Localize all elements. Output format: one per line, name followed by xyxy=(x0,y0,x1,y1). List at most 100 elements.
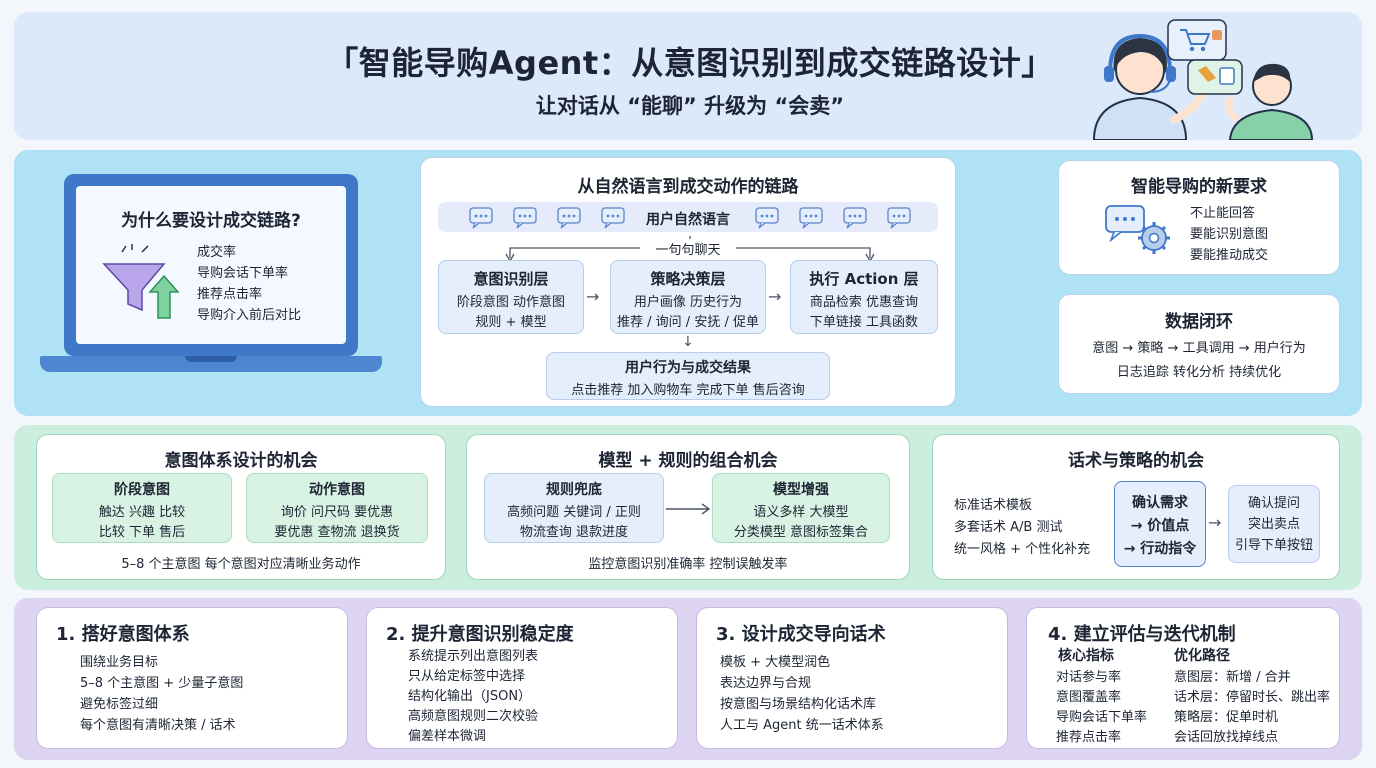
script-result-item: 确认提问 xyxy=(1247,496,1300,511)
model-row: 分类模型 意图标签集合 xyxy=(733,525,869,540)
step-title: 3. 设计成交导向话术 xyxy=(716,624,886,645)
layer-title: 执行 Action 层 xyxy=(809,270,919,288)
script-result-item: 突出卖点 xyxy=(1247,517,1300,532)
step-item: 5–8 个主意图 + 少量子意图 xyxy=(80,676,244,691)
script-result-item: 引导下单按钮 xyxy=(1234,538,1313,553)
arrow-right-icon xyxy=(666,503,711,515)
script-flow-item: 确认需求 xyxy=(1132,495,1188,511)
stage-intent-row: 触达 兴趣 比较 xyxy=(98,505,186,520)
layer-line: 下单链接 工具函数 xyxy=(809,315,919,330)
step-item: 表达边界与合规 xyxy=(720,676,812,691)
laptop-notch xyxy=(185,356,237,362)
page-subtitle: 让对话从 “能聊” 升级为 “会卖” xyxy=(535,94,845,118)
model-row: 语义多样 大模型 xyxy=(753,505,849,520)
why-title: 为什么要设计成交链路? xyxy=(121,211,301,231)
requirement-item: 不止能回答 xyxy=(1190,206,1256,221)
metric-item: 导购会话下单率 xyxy=(1056,710,1148,725)
script-opportunity-title: 话术与策略的机会 xyxy=(1068,451,1204,471)
script-left-item: 统一风格 + 个性化补充 xyxy=(954,542,1091,557)
script-result-box xyxy=(1228,485,1320,563)
split-label: 一句句聊天 xyxy=(640,239,736,258)
arrow-right-icon: → xyxy=(768,287,782,306)
layer-title: 策略决策层 xyxy=(650,270,726,288)
step-card-2 xyxy=(366,607,678,749)
stage-intent-row: 比较 下单 售后 xyxy=(98,525,186,540)
paths-title: 优化路径 xyxy=(1174,648,1230,664)
step-item: 模板 + 大模型润色 xyxy=(720,655,831,670)
script-flow-item: → 价值点 xyxy=(1130,518,1190,534)
layer-action xyxy=(790,260,938,334)
step-item: 每个意图有清晰决策 / 话术 xyxy=(80,718,236,733)
page-title: 「智能导购Agent：从意图识别到成交链路设计」 xyxy=(326,44,1054,82)
script-left-item: 标准话术模板 xyxy=(954,498,1033,513)
requirements-card xyxy=(1058,160,1340,275)
stage-intent-box xyxy=(52,473,232,543)
result-title: 用户行为与成交结果 xyxy=(625,360,751,376)
rules-row: 高频问题 关键词 / 正则 xyxy=(507,505,641,520)
rules-box xyxy=(484,473,664,543)
result-line: 点击推荐 加入购物车 完成下单 售后咨询 xyxy=(571,383,805,398)
model-box xyxy=(712,473,890,543)
layer-intent xyxy=(438,260,584,334)
step-title: 4. 建立评估与迭代机制 xyxy=(1048,624,1236,645)
step-item: 偏差样本微调 xyxy=(408,729,487,744)
requirements-title: 智能导购的新要求 xyxy=(1131,177,1267,197)
arrow-right-icon: → xyxy=(1208,513,1222,532)
step-item: 结构化输出（JSON） xyxy=(408,689,532,704)
metric-item: 对话参与率 xyxy=(1056,670,1122,685)
path-item: 话术层：停留时长、跳出率 xyxy=(1174,690,1331,705)
model-opportunity-title: 模型 + 规则的组合机会 xyxy=(598,451,778,471)
chat-bubbles-icon xyxy=(469,207,911,229)
layer-line: 用户画像 历史行为 xyxy=(633,295,743,310)
data-loop-card xyxy=(1058,294,1340,394)
chat-gear-icon xyxy=(1105,205,1170,254)
step-item: 人工与 Agent 统一话术体系 xyxy=(720,718,884,733)
laptop-base xyxy=(40,356,382,372)
step-title: 1. 搭好意图体系 xyxy=(56,624,190,645)
agent-hair xyxy=(1113,38,1167,74)
metrics-title: 核心指标 xyxy=(1058,648,1114,664)
chain-title: 从自然语言到成交动作的链路 xyxy=(577,177,799,197)
why-item: 推荐点击率 xyxy=(197,287,263,302)
step-item: 围绕业务目标 xyxy=(80,655,159,670)
layer-strategy xyxy=(610,260,766,334)
layer-title: 意图识别层 xyxy=(473,270,549,288)
arrow-right-icon: → xyxy=(586,287,600,306)
rules-row: 物流查询 退款进度 xyxy=(519,525,629,540)
funnel-icon xyxy=(102,244,180,319)
input-label: 用户自然语言 xyxy=(646,212,730,228)
up-arrow-icon xyxy=(148,274,180,319)
data-loop-line: 日志追踪 转化分析 持续优化 xyxy=(1116,365,1282,380)
step-item: 避免标签过细 xyxy=(80,697,159,712)
step-item: 只从给定标签中选择 xyxy=(408,669,526,684)
shopping-agent-illustration xyxy=(1092,19,1314,140)
action-intent-row: 要优惠 查物流 退换货 xyxy=(274,525,400,540)
step-title: 2. 提升意图识别稳定度 xyxy=(386,624,574,645)
data-loop-line: 意图 → 策略 → 工具调用 → 用户行为 xyxy=(1092,341,1306,356)
why-item: 导购介入前后对比 xyxy=(197,308,302,323)
layer-line: 商品检索 优惠查询 xyxy=(809,295,919,310)
requirement-item: 要能推动成交 xyxy=(1190,248,1269,263)
stage-intent-title: 阶段意图 xyxy=(114,482,170,498)
layer-line: 推荐 / 询问 / 安抚 / 促单 xyxy=(617,315,759,330)
intent-opportunity-note: 5–8 个主意图 每个意图对应清晰业务动作 xyxy=(121,557,361,572)
why-item: 成交率 xyxy=(197,245,237,260)
rules-title: 规则兜底 xyxy=(546,482,602,498)
action-intent-row: 询价 问尺码 要优惠 xyxy=(280,505,394,520)
arrow-down-icon: ↓ xyxy=(682,334,694,350)
step-item: 高频意图规则二次校验 xyxy=(408,709,539,724)
customer-body xyxy=(1228,108,1314,140)
script-left-item: 多套话术 A/B 测试 xyxy=(954,520,1063,535)
step-item: 系统提示列出意图列表 xyxy=(408,649,539,664)
layer-line: 规则 + 模型 xyxy=(475,315,547,330)
agent-body xyxy=(1092,96,1188,140)
layer-line: 阶段意图 动作意图 xyxy=(456,295,566,310)
data-loop-title: 数据闭环 xyxy=(1165,312,1233,332)
why-item: 导购会话下单率 xyxy=(197,266,289,281)
path-item: 会话回放找掉线点 xyxy=(1174,730,1279,745)
step-card-4 xyxy=(1026,607,1340,749)
path-item: 策略层：促单时机 xyxy=(1174,710,1279,725)
result-box xyxy=(546,352,830,400)
requirement-item: 要能识别意图 xyxy=(1190,227,1269,242)
script-flow-item: → 行动指令 xyxy=(1123,541,1197,557)
